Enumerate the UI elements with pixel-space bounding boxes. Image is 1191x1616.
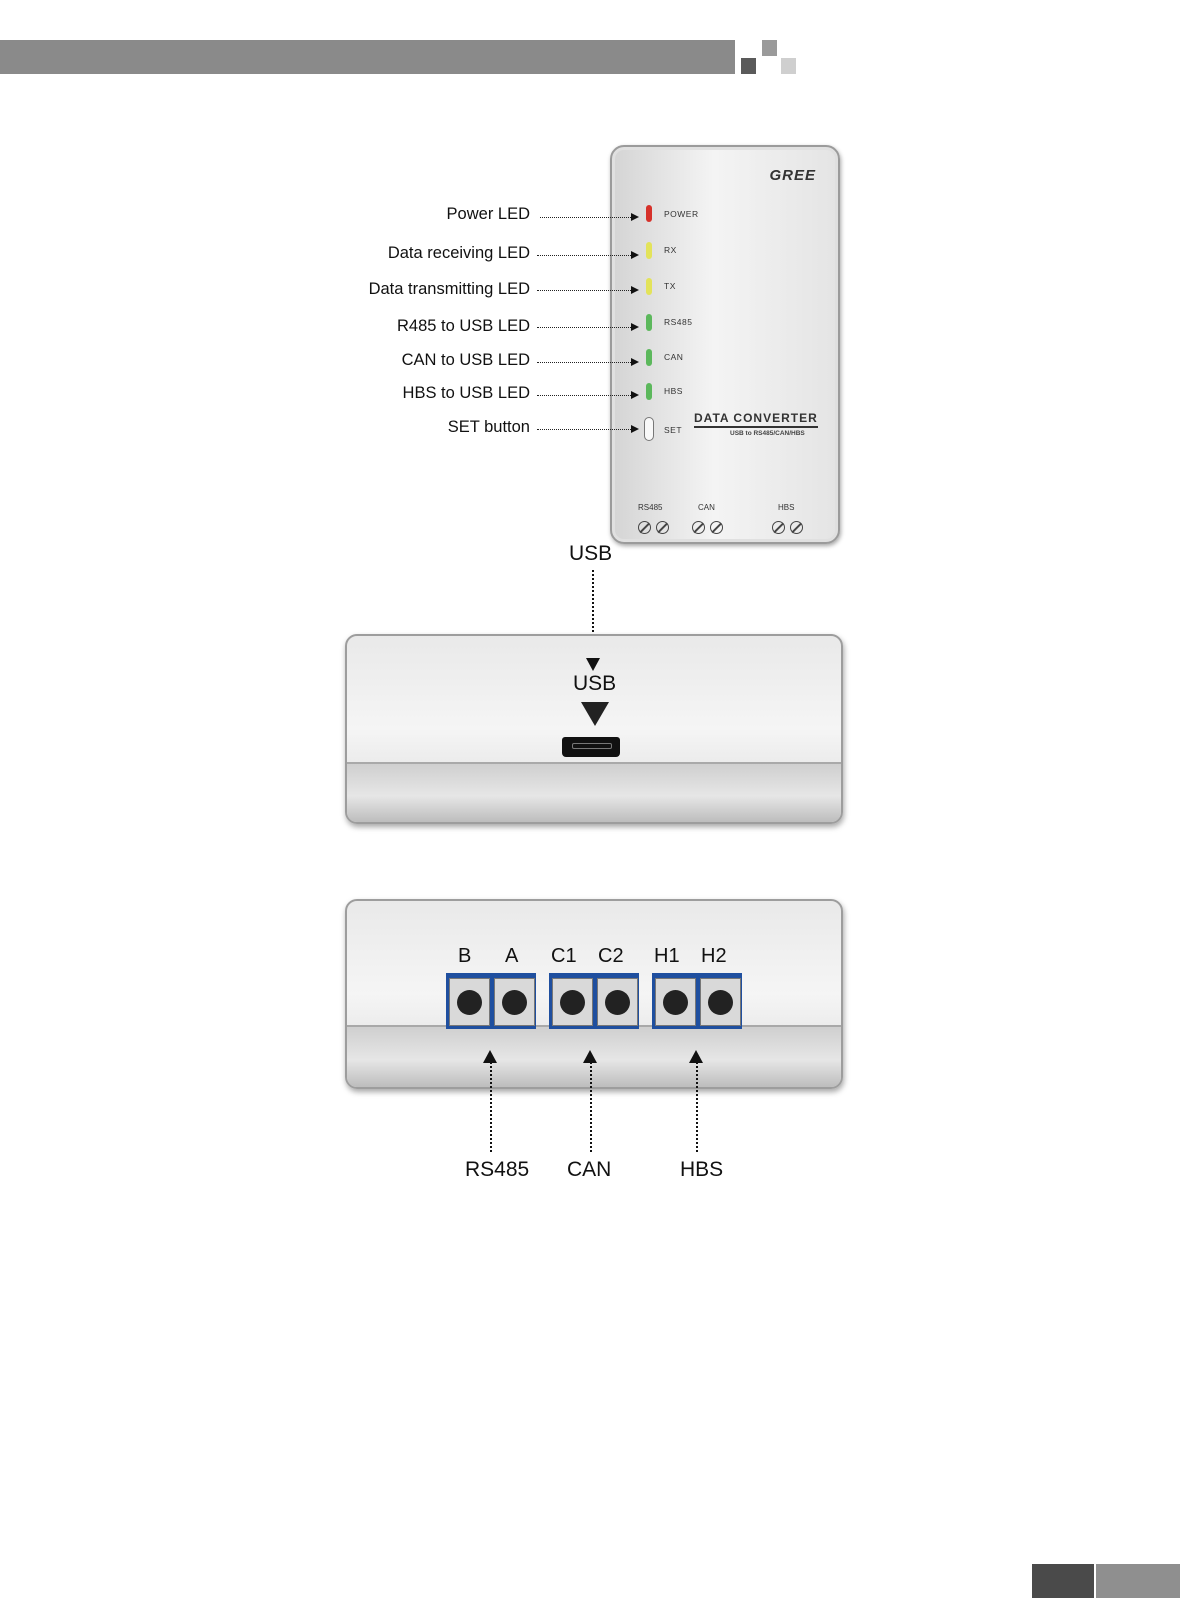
can-leader (590, 1062, 592, 1152)
header-square (781, 58, 796, 74)
arrow-icon (631, 358, 639, 366)
arrow-down-icon (586, 658, 600, 671)
power-led-label: POWER (664, 209, 699, 219)
usb-side-base (347, 762, 841, 822)
terminal-screw-icon (708, 990, 733, 1015)
terminal-block-hbs (652, 973, 742, 1029)
pin-label-h2: H2 (701, 945, 727, 968)
pin-label-c2: C2 (598, 945, 624, 968)
terminal-screw-icon (502, 990, 527, 1015)
callout-leader (537, 395, 633, 396)
gree-logo: GREE (769, 167, 816, 184)
callout-hbs-led: HBS to USB LED (230, 384, 530, 403)
terminal-screw-icon (560, 990, 585, 1015)
hbs-leader (696, 1062, 698, 1152)
arrow-icon (631, 213, 639, 221)
header-square (720, 40, 735, 56)
arrow-icon (631, 251, 639, 259)
group-label-hbs: HBS (680, 1158, 723, 1182)
screw-icon (656, 521, 669, 534)
set-button-label: SET (664, 425, 682, 435)
rs485-leader (490, 1062, 492, 1152)
usb-outer-label: USB (569, 542, 612, 566)
callout-power-led: Power LED (230, 205, 530, 224)
can-led-label: CAN (664, 352, 683, 362)
callout-leader (537, 255, 633, 256)
callout-leader (537, 362, 633, 363)
can-led (646, 349, 652, 366)
footer-block-dark (1032, 1564, 1094, 1598)
rs485-led (646, 314, 652, 331)
usb-port-label: USB (573, 672, 616, 696)
arrow-icon (631, 425, 639, 433)
callout-leader (537, 429, 633, 430)
pin-label-c1: C1 (551, 945, 577, 968)
hbs-led-label: HBS (664, 386, 683, 396)
terminal-block-can (549, 973, 639, 1029)
callout-rx-led: Data receiving LED (230, 244, 530, 263)
rx-led-label: RX (664, 245, 677, 255)
terminal-label-rs485: RS485 (638, 503, 662, 512)
terminal-a[interactable] (494, 978, 535, 1026)
callout-can-led: CAN to USB LED (230, 351, 530, 370)
header-square (762, 40, 777, 56)
set-button[interactable] (644, 417, 654, 441)
callout-tx-led: Data transmitting LED (230, 280, 530, 299)
terminal-screw-icon (663, 990, 688, 1015)
arrow-icon (631, 323, 639, 331)
power-led (646, 205, 652, 222)
usb-port-icon (562, 737, 620, 757)
terminal-h1[interactable] (655, 978, 696, 1026)
data-converter-front: GREE POWER RX TX RS485 CAN HBS SET DATA … (610, 145, 840, 544)
terminal-label-can: CAN (698, 503, 715, 512)
screw-icon (638, 521, 651, 534)
screw-icon (772, 521, 785, 534)
group-label-rs485: RS485 (465, 1158, 529, 1182)
pin-label-a: A (505, 945, 518, 968)
terminal-screw-icon (457, 990, 482, 1015)
arrow-up-icon (583, 1050, 597, 1063)
terminal-b[interactable] (449, 978, 490, 1026)
callout-leader (540, 217, 633, 218)
screw-icon (710, 521, 723, 534)
rs485-led-label: RS485 (664, 317, 693, 327)
terminal-label-hbs: HBS (778, 503, 794, 512)
triangle-down-icon (581, 702, 609, 726)
screw-icon (790, 521, 803, 534)
callout-set-button: SET button (230, 418, 530, 437)
pin-label-h1: H1 (654, 945, 680, 968)
terminal-screw-icon (605, 990, 630, 1015)
header-square (741, 58, 756, 74)
terminal-h2[interactable] (700, 978, 741, 1026)
callout-rs485-led: R485 to USB LED (230, 317, 530, 336)
callout-leader (537, 290, 633, 291)
arrow-icon (631, 286, 639, 294)
terminal-block-rs485 (446, 973, 536, 1029)
pin-label-b: B (458, 945, 471, 968)
terminal-c1[interactable] (552, 978, 593, 1026)
arrow-up-icon (483, 1050, 497, 1063)
arrow-icon (631, 391, 639, 399)
tx-led-label: TX (664, 281, 676, 291)
tx-led (646, 278, 652, 295)
terminal-c2[interactable] (597, 978, 638, 1026)
group-label-can: CAN (567, 1158, 611, 1182)
header-bar (0, 40, 735, 74)
callout-leader (537, 327, 633, 328)
hbs-led (646, 383, 652, 400)
device-subtitle: USB to RS485/CAN/HBS (730, 430, 805, 437)
rx-led (646, 242, 652, 259)
arrow-up-icon (689, 1050, 703, 1063)
device-title: DATA CONVERTER (694, 411, 818, 428)
footer-block-light (1096, 1564, 1180, 1598)
screw-icon (692, 521, 705, 534)
